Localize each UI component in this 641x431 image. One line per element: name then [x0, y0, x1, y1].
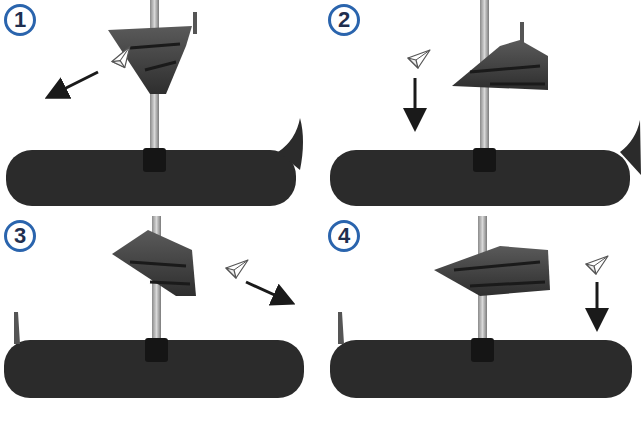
- panel-two: [330, 0, 641, 206]
- panel-three: [4, 216, 304, 398]
- panel-one: [6, 0, 303, 206]
- callout-number: 2: [328, 4, 360, 36]
- panel-four: [330, 216, 632, 398]
- callout-number: 4: [328, 220, 360, 252]
- callout-number: 1: [4, 4, 36, 36]
- callout-number: 3: [4, 220, 36, 252]
